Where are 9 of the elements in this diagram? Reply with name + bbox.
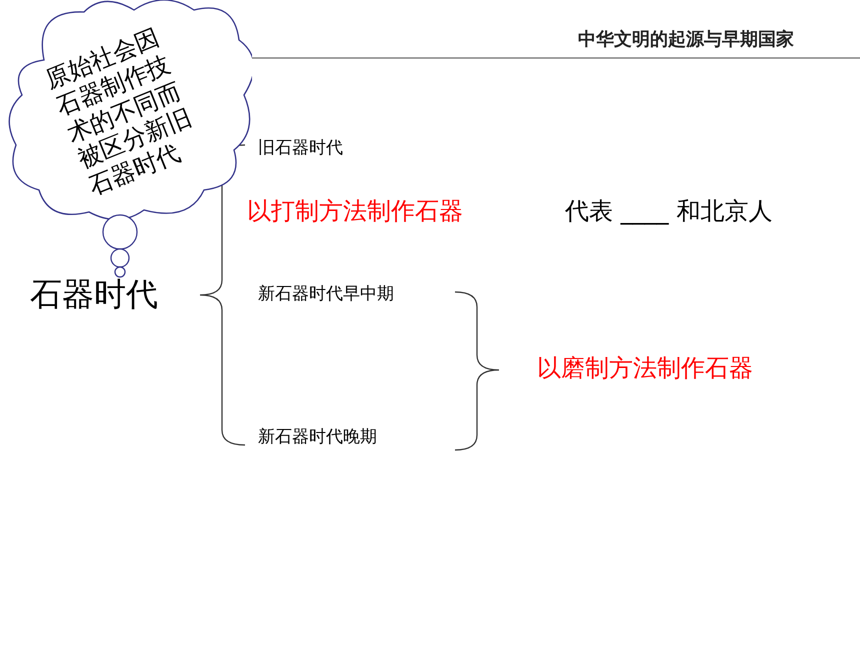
cloud-text: 原始社会因石器制作技术的不同而被区分新旧石器时代 [41, 22, 197, 202]
label-text: 新石器时代晚期 [258, 428, 377, 448]
label-text: 石器时代 [30, 276, 158, 313]
label-text: 代表 ____ 和北京人 [565, 198, 772, 226]
header-title: 中华文明的起源与早期国家 [578, 30, 794, 51]
label-text: 以磨制方法制作石器 [537, 355, 753, 383]
label-text: 新石器时代早中期 [258, 285, 394, 305]
label-text: 以打制方法制作石器 [247, 198, 463, 226]
label-text: 旧石器时代 [258, 139, 343, 159]
